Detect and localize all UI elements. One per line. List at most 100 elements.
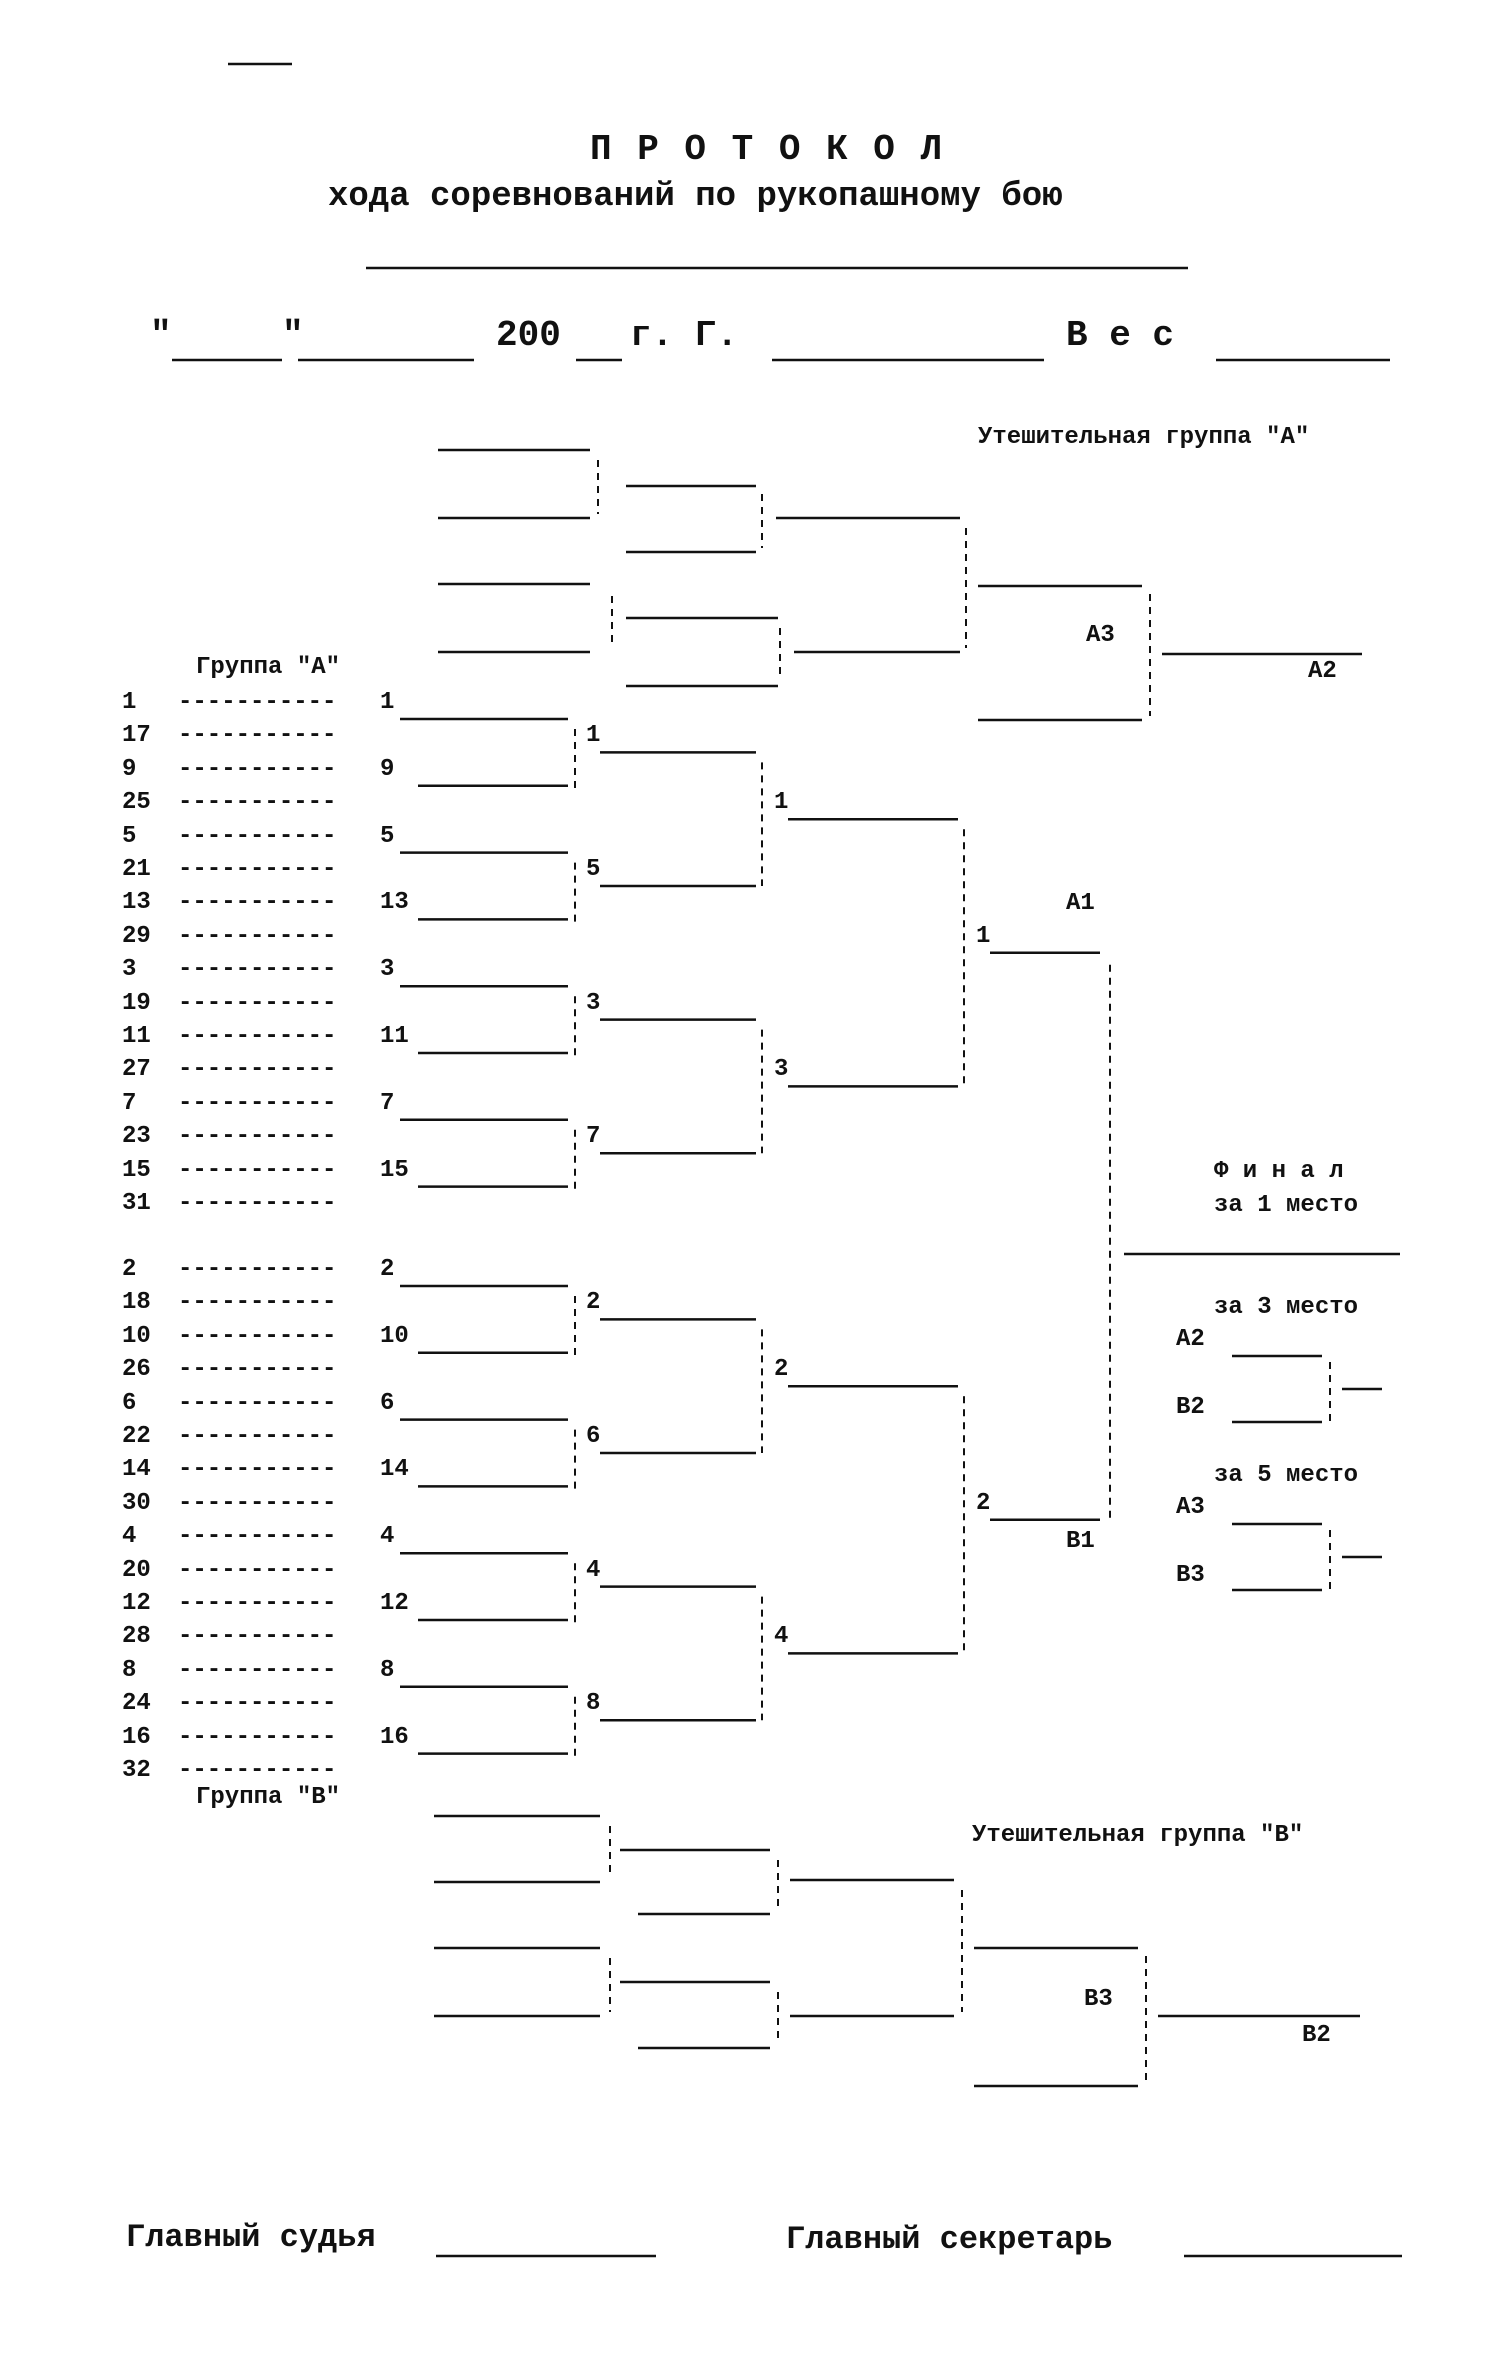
page-title: П Р О Т О К О Л [590, 129, 945, 170]
group_a-r3-label-1: 1 [774, 789, 789, 817]
third-place-title: за 3 место [1214, 1294, 1359, 1321]
group_b-dashes: ----------- [178, 1523, 337, 1551]
group_a-r1-winner-11: 11 [380, 1023, 409, 1050]
group_a-r1-winner-13: 13 [380, 889, 409, 917]
weight-label: В е с [1066, 315, 1175, 356]
group_a-seed-23: 23 [122, 1123, 151, 1151]
date-year-suffix: г. Г. [630, 315, 739, 356]
group_a-seed-11: 11 [122, 1023, 151, 1050]
group_a-r1-winner-9: 9 [380, 755, 395, 783]
group_a-dashes: ----------- [178, 822, 337, 850]
group_a-seed-29: 29 [122, 922, 151, 950]
group_a-seed-21: 21 [122, 856, 151, 883]
group-a-label: Группа "А" [196, 654, 341, 681]
third-place-b: В2 [1176, 1394, 1205, 1421]
consolation-a-title: Утешительная группа "А" [978, 424, 1310, 451]
group_b-dashes: ----------- [178, 1757, 337, 1784]
group_b-seed-6: 6 [122, 1389, 137, 1417]
consolation-a-winner: А2 [1308, 658, 1337, 685]
group_a-dashes: ----------- [178, 1089, 337, 1117]
consolation-b-winner: В2 [1302, 2022, 1331, 2049]
group_a-dashes: ----------- [178, 689, 337, 716]
group_b-dashes: ----------- [178, 1256, 337, 1283]
chief-secretary-label: Главный секретарь [786, 2221, 1113, 2258]
a-r4-label: 1 [976, 922, 991, 950]
group_b-r2-label-2: 2 [586, 1289, 601, 1317]
group_b-dashes: ----------- [178, 1656, 337, 1684]
group_a-dashes: ----------- [178, 922, 337, 950]
fifth-place-a: А3 [1176, 1494, 1205, 1521]
group_a-r1-winner-15: 15 [380, 1156, 409, 1184]
group_b-seed-30: 30 [122, 1489, 151, 1517]
group_a-seed-1: 1 [122, 689, 137, 716]
date-year: 200 [496, 315, 561, 356]
group_b-r2-label-4: 4 [586, 1556, 601, 1584]
group_b-dashes: ----------- [178, 1723, 337, 1751]
group_b-seed-12: 12 [122, 1590, 151, 1617]
group_a-r2-label-1: 1 [586, 722, 601, 750]
group_a-seed-25: 25 [122, 789, 151, 817]
group_a-r2-label-5: 5 [586, 856, 601, 883]
group_b-r1-winner-8: 8 [380, 1656, 395, 1684]
group_b-seed-2: 2 [122, 1256, 137, 1283]
group_b-seed-28: 28 [122, 1623, 151, 1651]
group_b-seed-4: 4 [122, 1523, 137, 1551]
group_b-dashes: ----------- [178, 1423, 337, 1450]
group_b-dashes: ----------- [178, 1289, 337, 1317]
fifth-place-title: за 5 место [1214, 1462, 1359, 1489]
group_a-seed-3: 3 [122, 956, 137, 984]
group_a-seed-7: 7 [122, 1089, 137, 1117]
group_b-seed-24: 24 [122, 1690, 151, 1718]
group_b-dashes: ----------- [178, 1556, 337, 1584]
group_b-dashes: ----------- [178, 1489, 337, 1517]
group_a-seed-17: 17 [122, 722, 151, 750]
group_b-r1-winner-4: 4 [380, 1523, 395, 1551]
group_b-seed-14: 14 [122, 1456, 151, 1484]
group_a-dashes: ----------- [178, 856, 337, 883]
b1-label: B1 [1066, 1528, 1095, 1555]
date-quote-open: " [150, 315, 172, 356]
group_b-r3-label-2: 2 [774, 1356, 789, 1384]
group_b-dashes: ----------- [178, 1590, 337, 1617]
group_a-dashes: ----------- [178, 889, 337, 917]
date-quote-close: " [282, 315, 304, 356]
group_a-dashes: ----------- [178, 722, 337, 750]
group_a-dashes: ----------- [178, 1023, 337, 1050]
group_b-seed-20: 20 [122, 1556, 151, 1584]
group_b-r1-winner-6: 6 [380, 1389, 395, 1417]
group_b-seed-16: 16 [122, 1723, 151, 1751]
third-place-a: А2 [1176, 1326, 1205, 1353]
group_a-seed-13: 13 [122, 889, 151, 917]
chief-judge-label: Главный судья [126, 2219, 376, 2256]
group_a-r2-label-7: 7 [586, 1123, 601, 1151]
group_b-r1-winner-16: 16 [380, 1723, 409, 1751]
group_b-seed-18: 18 [122, 1289, 151, 1317]
group_a-r1-winner-1: 1 [380, 689, 395, 716]
group_a-dashes: ----------- [178, 1190, 337, 1217]
group-b-label: Группа "В" [196, 1784, 341, 1811]
group_a-seed-19: 19 [122, 989, 151, 1017]
group_b-r2-label-8: 8 [586, 1690, 601, 1718]
group_b-dashes: ----------- [178, 1389, 337, 1417]
consolation-b-mid: В3 [1084, 1986, 1113, 2013]
group_b-r2-label-6: 6 [586, 1423, 601, 1450]
group_a-r3-label-3: 3 [774, 1056, 789, 1084]
group_b-dashes: ----------- [178, 1356, 337, 1384]
final-first-place: за 1 место [1214, 1192, 1359, 1219]
group_b-r1-winner-10: 10 [380, 1322, 409, 1350]
group_a-dashes: ----------- [178, 755, 337, 783]
group_b-seed-22: 22 [122, 1423, 151, 1450]
group_a-dashes: ----------- [178, 989, 337, 1017]
b-r4-label: 2 [976, 1489, 991, 1517]
final-title: Ф и н а л [1214, 1158, 1344, 1185]
group_a-dashes: ----------- [178, 1123, 337, 1151]
group_b-r1-winner-14: 14 [380, 1456, 409, 1484]
group_b-dashes: ----------- [178, 1623, 337, 1651]
group_a-dashes: ----------- [178, 956, 337, 984]
group_b-dashes: ----------- [178, 1322, 337, 1350]
page-subtitle: хода соревнований по рукопашному бою [328, 178, 1063, 216]
consolation-b-title: Утешительная группа "В" [972, 1822, 1304, 1849]
group_a-r1-winner-5: 5 [380, 822, 395, 850]
